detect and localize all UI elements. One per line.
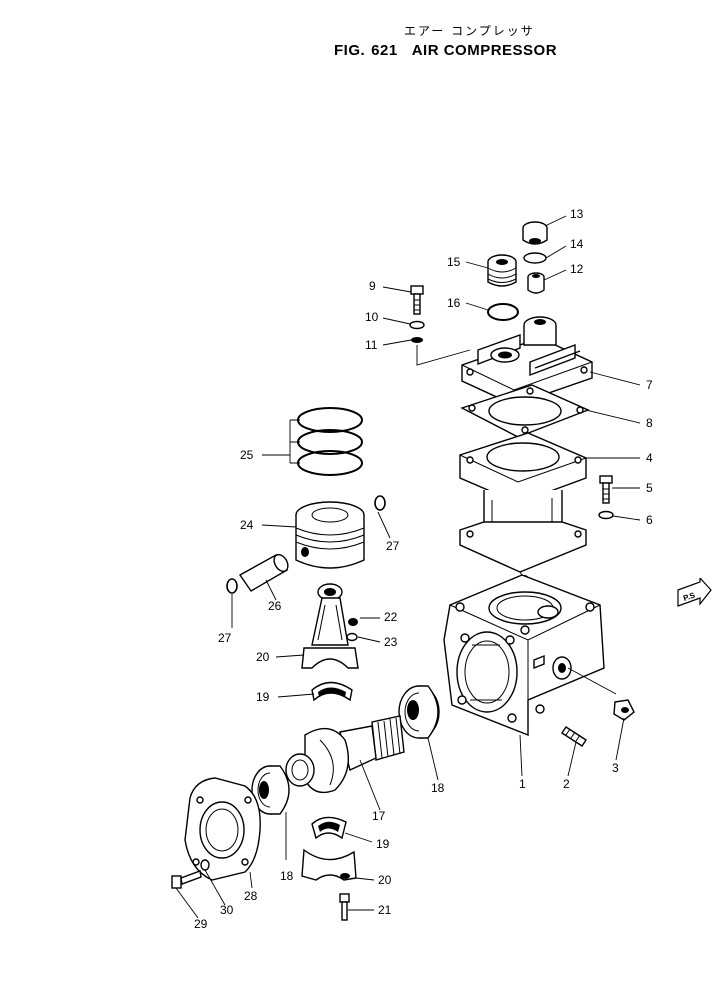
callout-10: 10: [365, 310, 379, 324]
part-26-piston-pin: [238, 553, 289, 592]
part-20-rod-cap: [301, 848, 357, 881]
part-23-nut: [346, 632, 358, 642]
part-29-bolt: [171, 870, 202, 889]
callout-26: 26: [268, 599, 282, 613]
part-14-washer: [523, 252, 547, 264]
part-28-cover: [184, 777, 261, 881]
callout-22: 22: [384, 610, 398, 624]
callout-11: 11: [365, 338, 378, 352]
fig-label: FIG.: [334, 42, 366, 59]
callout-20-upper: 20: [256, 650, 270, 664]
callout-4: 4: [646, 451, 653, 465]
part-9-bolt: [410, 285, 424, 315]
part-1-crankcase: [443, 574, 605, 737]
part-30-washer: [200, 859, 210, 871]
callout-28: 28: [244, 889, 258, 903]
part-5-bolt: [599, 475, 613, 504]
part-3-plug: [613, 699, 635, 721]
callout-18-left: 18: [280, 869, 294, 883]
callout-27-left: 27: [218, 631, 232, 645]
part-18-bearing-left: [251, 765, 290, 815]
part-21-bolt: [339, 893, 350, 921]
part-11-washer: [411, 337, 423, 343]
callout-29: 29: [194, 917, 208, 931]
part-2-stud: [561, 726, 587, 747]
callout-18-right: 18: [431, 781, 445, 795]
callout-13: 13: [570, 207, 584, 221]
part-25-piston-rings: [297, 407, 363, 476]
title-text: AIR COMPRESSOR: [411, 42, 558, 59]
part-22-nut: [348, 618, 358, 626]
callout-12: 12: [570, 262, 584, 276]
callout-20-lower: 20: [378, 873, 392, 887]
callout-27-right: 27: [386, 539, 400, 553]
part-27-clip-right: [374, 495, 386, 511]
part-20-connecting-rod: [301, 583, 359, 669]
callout-14: 14: [570, 237, 584, 251]
callout-19-lower: 19: [376, 837, 390, 851]
part-16-oring: [487, 303, 519, 321]
leader-lines: [175, 215, 641, 919]
callout-1: 1: [519, 777, 526, 791]
part-12-valve: [527, 272, 545, 294]
callout-15: 15: [447, 255, 461, 269]
callout-23: 23: [384, 635, 398, 649]
figure-title: FIG. 621 AIR COMPRESSOR: [334, 42, 557, 59]
part-17-crankshaft: [285, 715, 405, 794]
next-page-arrow[interactable]: P.S: [676, 578, 712, 614]
part-10-washer: [409, 320, 425, 330]
callout-7: 7: [646, 378, 653, 392]
part-6-washer: [598, 510, 614, 520]
part-4-cylinder: [459, 432, 587, 573]
part-19-bearing-upper: [311, 681, 353, 702]
callout-3: 3: [612, 761, 619, 775]
callout-16: 16: [447, 296, 461, 310]
part-27-clip-left: [226, 578, 238, 594]
callout-5: 5: [646, 481, 653, 495]
callout-17: 17: [372, 809, 386, 823]
callout-19-upper: 19: [256, 690, 270, 704]
callout-labels: 13 14 12 15 16 9 10 11 7 8 4 5 6 25 24 2…: [194, 207, 653, 931]
callout-24: 24: [240, 518, 254, 532]
callout-6: 6: [646, 513, 653, 527]
callout-9: 9: [369, 279, 376, 293]
callout-30: 30: [220, 903, 234, 917]
part-7-cylinder-head: [461, 316, 593, 406]
callout-21: 21: [378, 903, 392, 917]
fig-number: 621: [371, 42, 398, 59]
part-8-gasket: [460, 384, 590, 438]
callout-2: 2: [563, 777, 570, 791]
callout-25: 25: [240, 448, 254, 462]
part-24-piston: [295, 501, 365, 569]
callout-8: 8: [646, 416, 653, 430]
part-15-fitting: [487, 254, 517, 287]
part-18-bearing-right: [398, 685, 440, 739]
part-13-cap: [522, 221, 548, 245]
part-19-bearing-lower: [311, 816, 347, 840]
nav-arrow-label: P.S: [682, 590, 697, 602]
japanese-title: エアー コンプレッサ: [404, 24, 535, 38]
